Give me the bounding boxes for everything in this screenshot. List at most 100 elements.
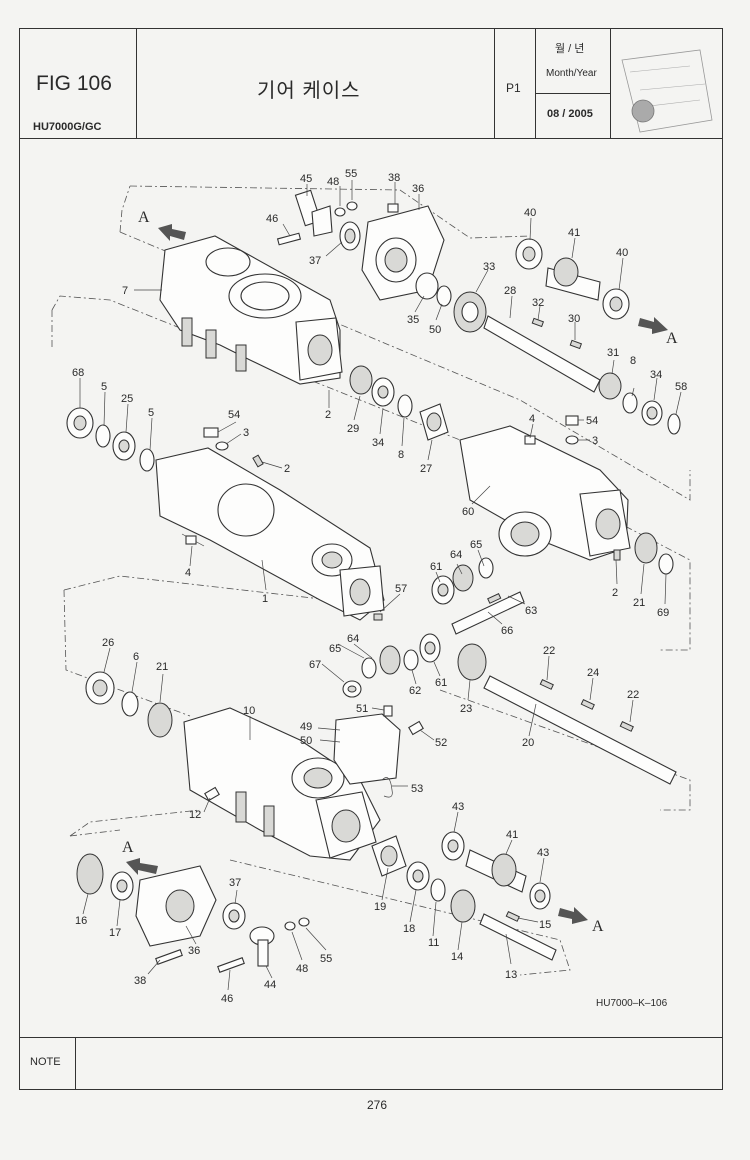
revision-date: 08 / 2005: [547, 108, 593, 120]
bearing-34-mid: [371, 377, 395, 407]
bolt-4-left: [181, 533, 205, 547]
callout-53: 53: [411, 783, 423, 795]
callout-3: 3: [243, 427, 249, 439]
callout-16: 16: [75, 915, 87, 927]
callout-15: 15: [539, 919, 551, 931]
bolt-38-lower: [155, 949, 183, 965]
callout-45: 45: [300, 173, 312, 185]
callout-46: 46: [221, 993, 233, 1005]
assembly-outline-lines: [51, 185, 691, 976]
bearing-43-a: [441, 831, 465, 861]
callout-55: 55: [345, 168, 357, 180]
circlip-8-upper: [622, 392, 638, 414]
key-24: [580, 698, 595, 710]
callout-11: 11: [428, 937, 439, 949]
note-divider: [75, 1037, 77, 1090]
callout-leader-lines: [79, 180, 682, 991]
callout-37: 37: [229, 877, 241, 889]
callout-64: 64: [347, 633, 359, 645]
callout-43: 43: [537, 847, 549, 859]
callout-20: 20: [522, 737, 534, 749]
pin-57: [373, 613, 383, 621]
header-divider-4: [610, 28, 612, 139]
gear-21-left: [147, 702, 173, 738]
circlip-50-upper: [436, 285, 452, 307]
gear-case-housing-10: [183, 707, 381, 861]
pin-2-left: [252, 454, 264, 468]
callout-63: 63: [525, 605, 537, 617]
callout-32: 32: [532, 297, 544, 309]
callout-33: 33: [483, 261, 495, 273]
callout-54: 54: [228, 409, 240, 421]
callout-41: 41: [568, 227, 580, 239]
callout-17: 17: [109, 927, 121, 939]
flange-cover-36-lower: [135, 865, 217, 947]
gear-case-housing-60: [459, 425, 631, 561]
callout-48: 48: [296, 963, 308, 975]
circlip-5-b: [139, 448, 155, 472]
bearing-68: [66, 407, 94, 439]
gear-14: [450, 889, 476, 923]
ref-letter-a: A: [592, 918, 604, 935]
callout-2: 2: [612, 587, 618, 599]
bolt-12: [204, 786, 220, 802]
callout-60: 60: [462, 506, 474, 518]
nut-55-upper: [346, 201, 358, 211]
nut-55-lower: [298, 917, 310, 927]
callout-6: 6: [133, 651, 139, 663]
machine-thumbnail-image: [621, 49, 713, 133]
ref-letter-a: A: [666, 330, 678, 347]
gear-31: [598, 372, 622, 400]
bearing-25: [112, 431, 136, 461]
ref-letter-a: A: [122, 839, 134, 856]
spring-clip-53: [381, 777, 393, 798]
bearing-26: [85, 671, 115, 705]
callout-65: 65: [470, 539, 482, 551]
callout-4: 4: [529, 413, 535, 425]
shaft-66: [451, 591, 525, 635]
ref-arrow-a-1: A: [138, 209, 186, 241]
callout-29: 29: [347, 423, 359, 435]
bolt-4-right: [524, 435, 536, 445]
bearing-35: [415, 272, 439, 300]
callout-22: 22: [627, 689, 639, 701]
washer-67: [342, 680, 362, 698]
bearing-34-upper: [641, 400, 663, 426]
header-divider-1: [136, 28, 138, 139]
bolt-54-right: [565, 415, 579, 426]
gear-21-right: [634, 532, 658, 564]
callout-25: 25: [121, 393, 133, 405]
main-shaft-28: [483, 315, 601, 393]
callout-58: 58: [675, 381, 687, 393]
ref-letter-a: A: [138, 209, 150, 226]
callout-21: 21: [633, 597, 645, 609]
oil-seal-37-lower: [222, 902, 246, 930]
callout-8: 8: [398, 449, 404, 461]
ref-arrow-a-2: A: [638, 317, 678, 347]
callout-52: 52: [435, 737, 447, 749]
bearing-40-right: [602, 288, 630, 320]
circlip-6: [121, 691, 139, 717]
washer-48-lower: [284, 921, 296, 931]
bolt-46-lower: [217, 957, 245, 973]
bearing-40-upper: [515, 238, 543, 270]
bolt-54-left: [203, 427, 219, 438]
callout-40: 40: [524, 207, 536, 219]
pinion-shaft-41-lower: [465, 849, 527, 893]
circlip-8-mid: [397, 394, 413, 418]
bearing-61-a: [431, 575, 455, 605]
callout-49: 49: [300, 721, 312, 733]
callout-65: 65: [329, 643, 341, 655]
callout-38: 38: [388, 172, 400, 184]
callout-34: 34: [372, 437, 384, 449]
shaft-13: [479, 913, 557, 961]
parts-sheet-frame: [19, 28, 723, 1090]
callout-54: 54: [586, 415, 598, 427]
callout-50: 50: [300, 735, 312, 747]
gear-case-housing-7: [159, 235, 343, 385]
key-22-b: [619, 720, 634, 732]
key-22-a: [539, 678, 554, 690]
callout-2: 2: [325, 409, 331, 421]
ref-arrow-a-4: A: [558, 907, 604, 935]
